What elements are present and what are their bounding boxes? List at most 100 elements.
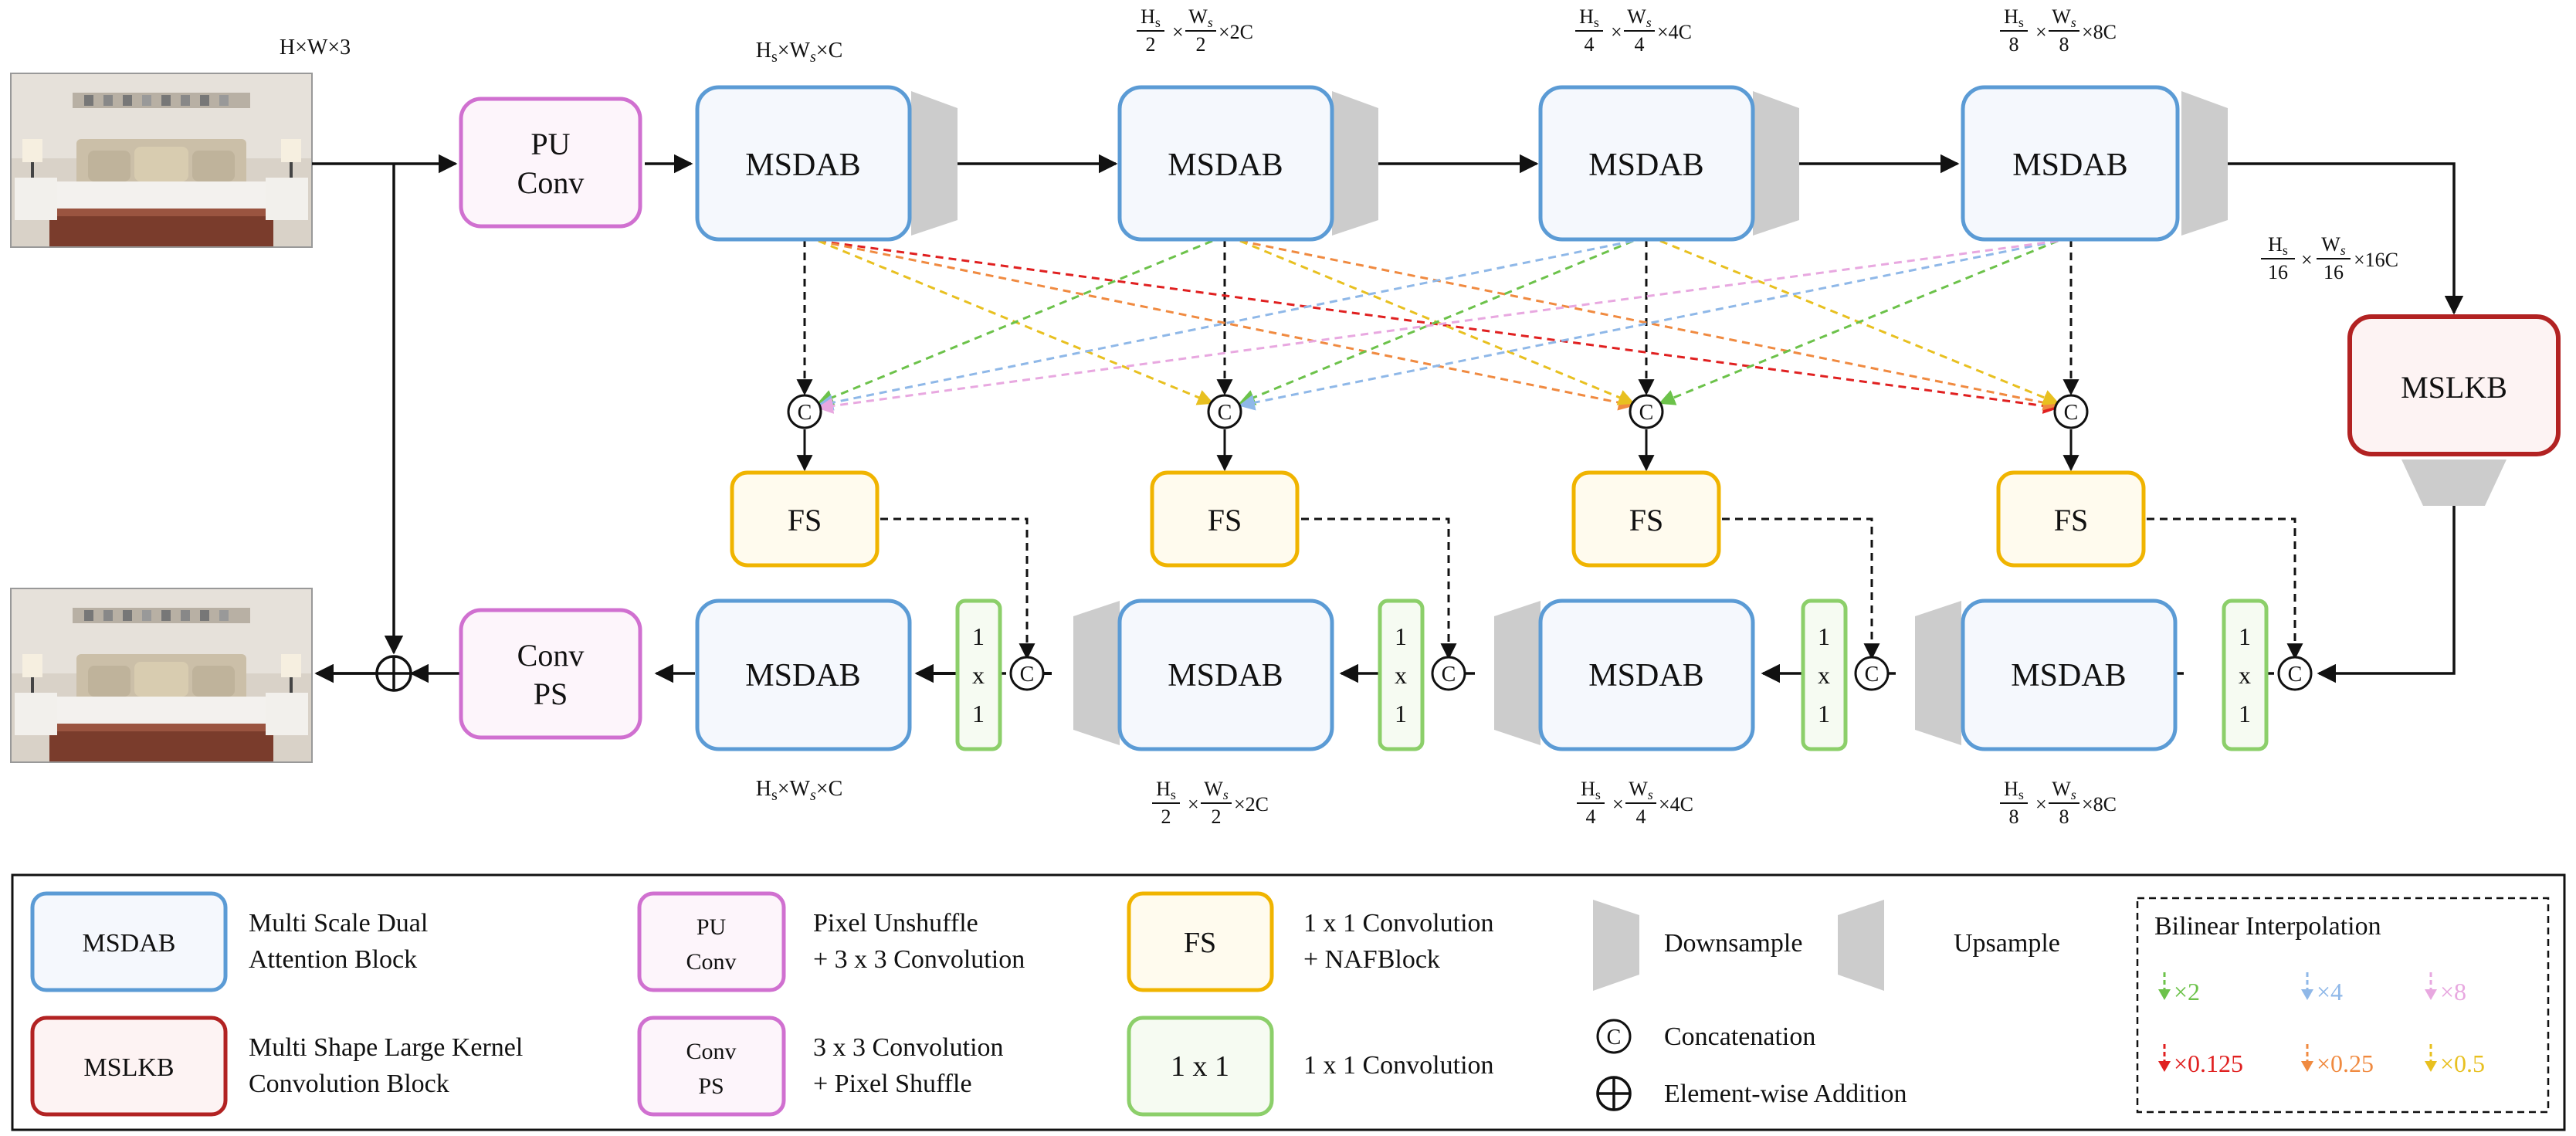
svg-text:2: 2 [1146,33,1156,56]
legend-1x1: 1 x 1 1 x 1 Convolution [1127,1016,1494,1117]
interpolation-arrows [816,239,2060,414]
svg-text:1: 1 [1818,700,1830,727]
svg-text:Conv: Conv [517,638,585,673]
interp-arrowhead-icon [2301,1061,2313,1072]
fs-block-2: FS [1150,470,1300,568]
svg-text:×: × [2035,793,2047,816]
svg-text:×2C: ×2C [1234,793,1269,816]
svg-text:Bilinear Interpolation: Bilinear Interpolation [2154,912,2381,941]
svg-text:2: 2 [1196,33,1206,56]
svg-text:Ws: Ws [1204,778,1229,802]
svg-text:2: 2 [1161,805,1171,828]
svg-text:1: 1 [1395,622,1407,650]
svg-text:Hs: Hs [2004,778,2024,802]
svg-text:×: × [2301,249,2313,271]
msdab-decoder-1: MSDAB [695,599,912,751]
svg-text:+ Pixel Shuffle: + Pixel Shuffle [813,1070,972,1098]
conv-ps-block: Conv PS [459,608,642,740]
svg-text:C: C [1607,1026,1622,1050]
svg-text:Hs: Hs [2004,5,2024,30]
level3-top-dim: Hs 4 × Ws 4 ×4C [1575,5,1692,56]
svg-text:Element-wise Addition: Element-wise Addition [1664,1080,1907,1108]
svg-text:4: 4 [1585,33,1595,56]
interp-label: ×2 [2174,978,2200,1005]
svg-text:C: C [2288,663,2303,687]
svg-text:Multi Scale Dual: Multi Scale Dual [249,909,428,938]
svg-text:Pixel Unshuffle: Pixel Unshuffle [813,909,978,938]
svg-text:Multi Shape Large Kernel: Multi Shape Large Kernel [249,1033,523,1062]
msdab-encoder-2: MSDAB [1117,85,1334,242]
interp-arrowhead-icon [2158,989,2171,1000]
level2-bottom-dim: Hs 2 × Ws 2 ×2C [1152,778,1269,828]
interp-label: ×8 [2440,978,2466,1005]
svg-text:MSDAB: MSDAB [1168,148,1283,183]
legend: MSDAB Multi Scale Dual Attention Block M… [11,873,2566,1131]
interp-label: ×4 [2317,978,2343,1005]
svg-text:MSDAB: MSDAB [2012,148,2127,183]
svg-text:MSDAB: MSDAB [745,658,860,693]
input-image [10,73,313,248]
svg-text:Ws: Ws [2052,778,2076,802]
mslkb-block: MSLKB [2347,314,2561,456]
svg-text:1: 1 [1818,622,1830,650]
svg-text:Conv: Conv [686,949,736,975]
svg-text:8: 8 [2009,805,2019,828]
conv1x1-block-3: 1 x 1 [1801,599,1848,751]
addition-icon [375,655,412,692]
legend-concatenation: C Concatenation [1596,1019,1815,1054]
interp-label: ×0.125 [2174,1050,2243,1077]
svg-text:×4C: ×4C [1657,21,1692,43]
legend-pu-conv: PU Conv Pixel Unshuffle + 3 x 3 Convolut… [637,891,1025,992]
svg-text:FS: FS [788,503,822,537]
svg-text:×: × [1188,793,1199,816]
legend-addition: Element-wise Addition [1596,1076,1907,1111]
legend-downsample: Downsample [1593,900,1802,991]
svg-text:PU: PU [530,127,570,161]
svg-text:8: 8 [2059,805,2069,828]
svg-text:C: C [1020,663,1035,687]
svg-text:C: C [1865,663,1879,687]
svg-text:16: 16 [2268,261,2288,283]
svg-text:+ NAFBlock: + NAFBlock [1303,945,1440,974]
svg-text:MSDAB: MSDAB [83,929,176,958]
svg-text:×: × [2035,21,2047,43]
level1-bottom-dim: Hs×Ws×C [756,777,843,804]
svg-text:1: 1 [972,622,985,650]
svg-text:x: x [1395,661,1407,689]
interp-label: ×0.25 [2317,1050,2374,1077]
concat-to-fs-arrows [796,429,2079,472]
svg-text:Hs: Hs [2268,233,2288,258]
bottleneck-dim: Hs 16 × Ws 16 ×16C [2261,233,2398,283]
svg-text:×: × [1612,793,1624,816]
svg-text:Convolution Block: Convolution Block [249,1070,449,1098]
svg-text:1: 1 [1395,700,1407,727]
svg-text:x: x [1818,661,1830,689]
svg-text:×: × [1611,21,1622,43]
interp-legend-item: ×0.25 [2301,1044,2374,1077]
svg-text:Hs: Hs [1141,5,1161,30]
svg-text:PU: PU [697,914,727,940]
dashed-skip-lines [796,239,2303,660]
interp-legend-item: ×8 [2425,972,2466,1005]
svg-text:C: C [1218,401,1232,425]
svg-text:Hs: Hs [1581,778,1601,802]
interp-arrowhead-icon [2301,989,2313,1000]
svg-text:×8C: ×8C [2082,21,2117,43]
svg-text:MSDAB: MSDAB [2011,658,2126,693]
msdab-encoder-3: MSDAB [1538,85,1755,242]
svg-text:x: x [972,661,985,689]
msdab-decoder-2: MSDAB [1117,599,1334,751]
svg-text:8: 8 [2009,33,2019,56]
interp-arrowhead-icon [2425,1061,2437,1072]
svg-text:MSDAB: MSDAB [1168,658,1283,693]
msdab-decoder-3: MSDAB [1538,599,1755,751]
svg-text:×4C: ×4C [1659,793,1693,816]
flow-lines [312,154,2464,683]
interp-legend-item: ×2 [2158,972,2200,1005]
svg-text:Hs: Hs [1156,778,1176,802]
svg-text:MSDAB: MSDAB [745,148,860,183]
svg-text:Ws: Ws [1627,5,1652,30]
svg-text:Downsample: Downsample [1664,929,1802,958]
svg-text:1 x 1 Convolution: 1 x 1 Convolution [1303,909,1494,938]
